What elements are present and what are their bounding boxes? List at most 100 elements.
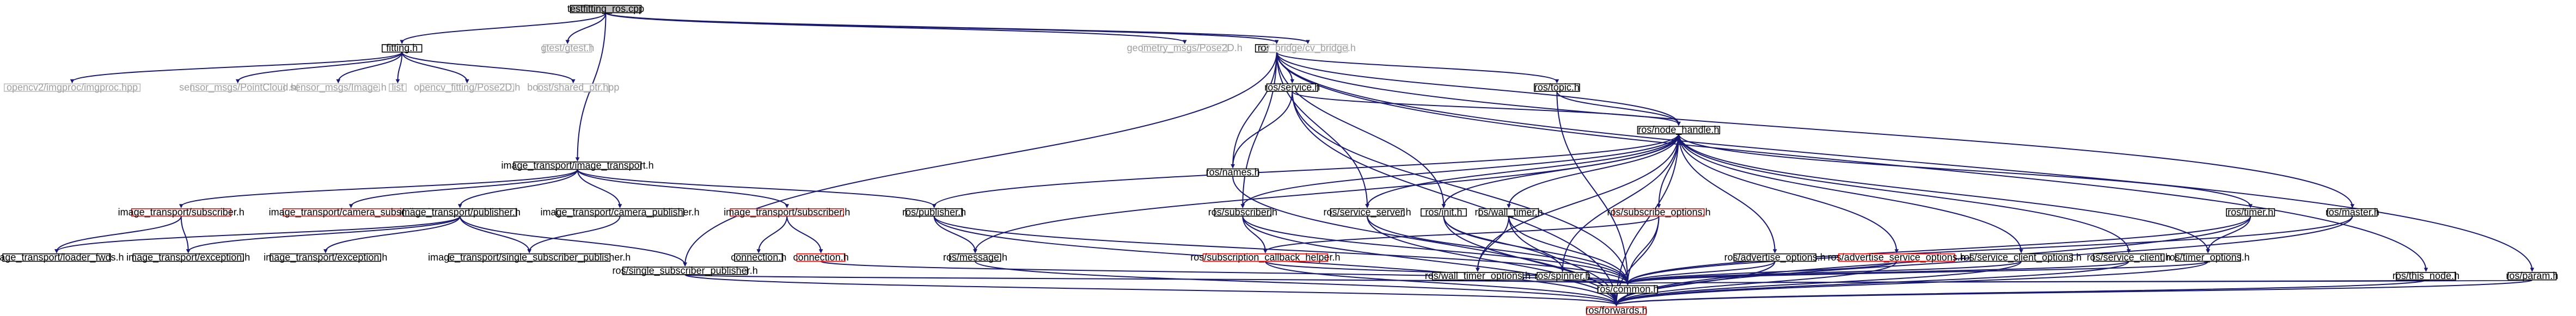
dependency-edge xyxy=(1508,216,1629,284)
node-label: image_transport/single_subscriber_publis… xyxy=(428,252,631,263)
node-ros-master[interactable]: ros/master.h xyxy=(2326,207,2379,218)
node-image[interactable]: sensor_msgs/Image.h xyxy=(290,82,387,93)
node-label: ros/param.h xyxy=(2506,270,2558,281)
node-ros-advertise-service-options[interactable]: ros/advertise_service_options.h xyxy=(1828,252,1966,263)
edge-arrowhead xyxy=(575,157,580,162)
node-box xyxy=(1534,83,1580,92)
edge-arrowhead xyxy=(2530,268,2535,272)
node-ros-common[interactable]: ros/common.h xyxy=(1596,283,1659,294)
dependency-edge xyxy=(605,12,1185,43)
node-opencv[interactable]: opencv2/imgproc/imgproc.hpp xyxy=(3,82,141,92)
node-connection-h[interactable]: connection.h xyxy=(731,252,786,263)
node-ros-publisher[interactable]: ros/publisher.h xyxy=(902,207,966,218)
node-ros-this-node[interactable]: ros/this_node.h xyxy=(2393,270,2459,282)
dependency-edge xyxy=(1627,279,2533,284)
graph-edges xyxy=(54,12,2535,307)
node-ros-service-server[interactable]: ros/service_server.h xyxy=(1324,207,1411,218)
node-label: ros/node_handle.h xyxy=(1638,124,1719,135)
node-ros-wall-timer[interactable]: ros/wall_timer.h xyxy=(1474,207,1543,218)
node-box xyxy=(2226,208,2275,217)
dependency-edge xyxy=(1276,52,1445,207)
dependency-edge xyxy=(1242,216,1266,252)
node-ros-subscribe-options[interactable]: ros/subscribe_options.h xyxy=(1607,207,1711,218)
node-connection-h2[interactable]: connection.h xyxy=(793,252,849,263)
edge-arrowhead xyxy=(785,204,790,208)
node-ros-service-client-options[interactable]: ros/service_client_options.h xyxy=(1961,252,2082,263)
node-ros-node-handle[interactable]: ros/node_handle.h xyxy=(1637,124,1721,135)
graph-nodes: testfitting_ros.cpp fitting.h gtest/gtest.… xyxy=(0,3,2558,316)
node-ros-wall-timer-options[interactable]: ros/wall_timer_options.h xyxy=(1425,270,1531,282)
node-ros-init[interactable]: ros/init.h xyxy=(1421,207,1467,218)
dependency-edge xyxy=(1616,279,2533,306)
node-ros-subscriber[interactable]: ros/subscriber.h xyxy=(1208,207,1277,218)
edge-arrowhead xyxy=(683,262,687,267)
node-box xyxy=(905,208,963,217)
node-ros-service[interactable]: ros/service.h xyxy=(1264,82,1320,92)
node-gtest[interactable]: gtest/gtest.h xyxy=(541,42,594,53)
node-label: list xyxy=(391,82,403,92)
node-label: ros/subscriber.h xyxy=(1208,207,1277,218)
node-box xyxy=(1431,272,1523,281)
node-opencv-pose[interactable]: opencv_fitting/Pose2D.h xyxy=(414,82,520,93)
node-box xyxy=(382,44,423,53)
node-it-exception2[interactable]: image_transport/exception.h xyxy=(264,252,387,263)
dependency-edge xyxy=(1276,52,2533,270)
edge-arrowhead xyxy=(1441,204,1446,208)
edge-arrowhead xyxy=(1614,302,1619,307)
node-ros-spinner[interactable]: ros/spinner.h xyxy=(1534,270,1590,281)
node-ros-param[interactable]: ros/param.h xyxy=(2506,270,2558,281)
edge-arrowhead xyxy=(1625,281,1630,286)
node-ros-subscription-callback-helper[interactable]: ros/subscription_callback_helper.h xyxy=(1190,252,1340,263)
node-it-publisher[interactable]: image_transport/publisher.h xyxy=(400,207,521,218)
edge-arrowhead xyxy=(2206,249,2210,253)
node-image-transport[interactable]: image_transport/image_transport.h xyxy=(501,160,653,171)
dependency-edge xyxy=(1242,52,1277,207)
node-pose2d-msg[interactable]: geometry_msgs/Pose2D.h xyxy=(1127,42,1243,54)
node-shared-ptr[interactable]: boost/shared_ptr.hpp xyxy=(527,82,619,93)
edge-arrowhead xyxy=(617,204,622,208)
dependency-edge xyxy=(1678,134,2022,252)
node-it-transport-subscriber[interactable]: image_transport/subscriber.h xyxy=(724,207,850,218)
dependency-edge xyxy=(1276,51,1558,83)
node-it-camera-subscriber[interactable]: image_transport/camera_subscriber.h xyxy=(269,207,433,218)
node-cvbridge[interactable]: cv_bridge/cv_bridge.h xyxy=(1260,42,1356,54)
edge-arrowhead xyxy=(756,249,761,253)
node-ros-service-client[interactable]: ros/service_client.h xyxy=(2087,252,2171,263)
node-box xyxy=(132,253,244,262)
node-list[interactable]: list xyxy=(389,82,407,92)
node-label: ros/advertise_options.h xyxy=(1724,252,1826,263)
node-ros-advertise-options[interactable]: ros/advertise_options.h xyxy=(1724,252,1826,263)
node-it-loader-fwds[interactable]: image_transport/loader_fwds.h xyxy=(0,252,124,263)
edge-arrowhead xyxy=(1290,79,1295,84)
edge-arrowhead xyxy=(348,204,353,208)
node-pointcloud[interactable]: sensor_msgs/PointCloud.h xyxy=(179,82,296,93)
node-ros-message[interactable]: ros/message.h xyxy=(943,252,1007,263)
edge-arrowhead xyxy=(932,204,937,208)
node-it-single-subscriber-publisher[interactable]: image_transport/single_subscriber_publis… xyxy=(428,252,631,263)
dependency-edge xyxy=(1678,134,2130,252)
node-ros-single-subscriber-publisher[interactable]: ros/single_subscriber_publisher.h xyxy=(613,265,758,276)
node-ros-timer-options[interactable]: ros/timer_options.h xyxy=(2167,252,2250,263)
node-root[interactable]: testfitting_ros.cpp xyxy=(567,3,644,15)
edge-arrowhead xyxy=(565,40,570,45)
dependency-edge xyxy=(1276,52,2427,270)
dependency-edge xyxy=(1232,52,1277,167)
node-ros-names[interactable]: ros/names.h xyxy=(1206,167,1260,178)
node-label: image_transport/subscriber.h xyxy=(118,207,244,218)
node-it-camera-publisher[interactable]: image_transport/camera_publisher.h xyxy=(540,207,699,218)
node-label: gtest/gtest.h xyxy=(541,42,594,53)
node-it-exception[interactable]: image_transport/exception.h xyxy=(126,252,250,263)
dependency-edge xyxy=(1477,134,1679,270)
dependency-edge xyxy=(1264,261,1617,305)
dependency-edge xyxy=(2207,216,2251,252)
dependency-edge xyxy=(1627,261,1776,284)
dependency-edge xyxy=(786,216,822,252)
node-ros-timer[interactable]: ros/timer.h xyxy=(2226,207,2275,218)
node-ros-forwards[interactable]: ros/forwards.h xyxy=(1586,305,1648,315)
node-fitting[interactable]: fitting.h xyxy=(382,42,423,53)
node-ros-topic[interactable]: ros/topic.h xyxy=(1534,82,1580,92)
node-it-subscriber[interactable]: image_transport/subscriber.h xyxy=(118,207,244,218)
node-box xyxy=(1268,44,1348,53)
node-box xyxy=(1838,253,1955,262)
